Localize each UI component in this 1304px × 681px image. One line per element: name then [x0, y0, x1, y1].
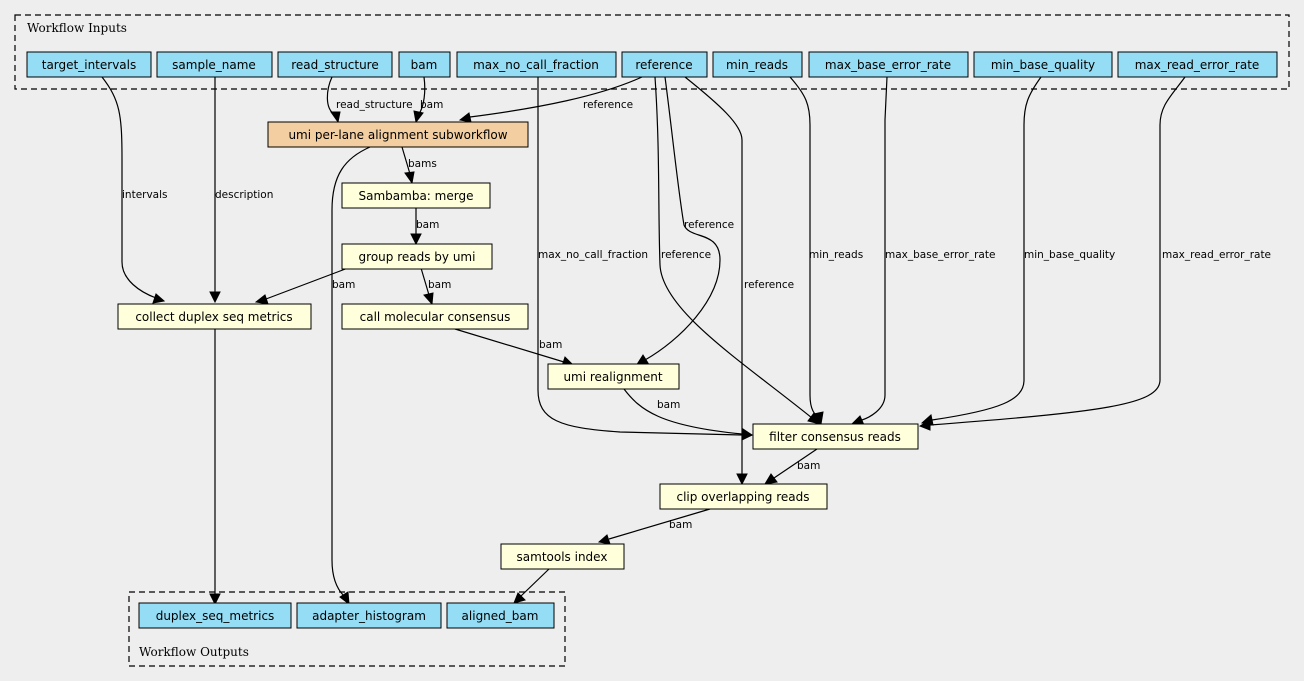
- svg-text:sample_name: sample_name: [172, 58, 256, 72]
- step-group-reads-by-umi[interactable]: group reads by umi: [341, 243, 493, 270]
- edge-target-intervals-to-collect-metrics: intervals: [101, 76, 168, 304]
- edge-label-bams: bams: [408, 158, 437, 170]
- edge-label-min-reads: min_reads: [809, 249, 863, 261]
- input-max-base-error-rate[interactable]: max_base_error_rate: [808, 51, 969, 78]
- edge-label-reference-clip: reference: [744, 279, 794, 291]
- edge-max-read-error-rate-to-filter: max_read_error_rate: [918, 76, 1271, 431]
- edge-realignment-to-filter: bam: [623, 388, 754, 440]
- edge-collect-metrics-to-duplex-output: [209, 329, 221, 606]
- output-adapter-histogram[interactable]: adapter_histogram: [296, 602, 442, 629]
- input-sample-name[interactable]: sample_name: [156, 51, 273, 78]
- svg-text:aligned_bam: aligned_bam: [462, 609, 539, 623]
- edge-filter-to-clip: bam: [764, 448, 820, 485]
- svg-text:bam: bam: [411, 58, 438, 72]
- edge-label-bam-in: bam: [420, 99, 443, 111]
- output-duplex-seq-metrics[interactable]: duplex_seq_metrics: [138, 602, 292, 629]
- edge-label-reference-subworkflow: reference: [583, 99, 633, 111]
- edge-label-intervals: intervals: [122, 189, 168, 201]
- workflow-outputs-label: Workflow Outputs: [139, 645, 249, 659]
- input-target-intervals[interactable]: target_intervals: [26, 51, 152, 78]
- edge-clip-to-samtools-index: bam: [597, 508, 711, 545]
- svg-text:target_intervals: target_intervals: [42, 58, 137, 72]
- edge-subworkflow-to-adapter-histogram: [331, 146, 371, 606]
- edge-samtools-index-to-aligned-bam: [513, 568, 550, 604]
- step-clip-overlapping-reads[interactable]: clip overlapping reads: [659, 483, 828, 510]
- svg-text:read_structure: read_structure: [291, 58, 378, 72]
- edge-label-consensus-bam: bam: [539, 339, 562, 351]
- edge-subworkflow-to-merge: bams: [401, 146, 437, 185]
- edge-read-structure-to-subworkflow: read_structure: [326, 76, 413, 124]
- svg-text:adapter_histogram: adapter_histogram: [312, 609, 426, 623]
- svg-text:reference: reference: [635, 58, 692, 72]
- svg-text:Sambamba: merge: Sambamba: merge: [359, 189, 474, 203]
- step-sambamba-merge[interactable]: Sambamba: merge: [341, 182, 491, 209]
- svg-text:max_base_error_rate: max_base_error_rate: [825, 58, 951, 72]
- edge-label-realign-bam: bam: [657, 399, 680, 411]
- step-filter-consensus-reads[interactable]: filter consensus reads: [752, 423, 919, 450]
- workflow-inputs-cluster: Workflow Inputs: [14, 14, 1290, 90]
- edge-call-consensus-to-realignment: bam: [454, 328, 575, 367]
- svg-text:max_read_error_rate: max_read_error_rate: [1135, 58, 1260, 72]
- edge-reference-to-clip: reference: [684, 76, 794, 486]
- step-samtools-index[interactable]: samtools index: [500, 543, 625, 570]
- edges: intervals description read_structure bam…: [101, 76, 1271, 606]
- svg-text:min_base_quality: min_base_quality: [991, 58, 1095, 72]
- edge-label-filter-bam: bam: [797, 460, 820, 472]
- edge-reference-to-subworkflow: reference: [458, 76, 643, 123]
- nodes: target_intervals sample_name read_struct…: [26, 51, 1278, 629]
- input-min-base-quality[interactable]: min_base_quality: [973, 51, 1113, 78]
- input-max-read-error-rate[interactable]: max_read_error_rate: [1117, 51, 1278, 78]
- svg-text:min_reads: min_reads: [726, 58, 788, 72]
- edge-label-max-read-error-rate: max_read_error_rate: [1162, 249, 1271, 261]
- workflow-inputs-label: Workflow Inputs: [27, 21, 127, 35]
- edge-label-max-base-error-rate: max_base_error_rate: [885, 249, 995, 261]
- edge-label-merge-bam: bam: [416, 219, 439, 231]
- edge-label-group-bam-consensus: bam: [428, 279, 451, 291]
- edge-label-clip-bam: bam: [669, 519, 692, 531]
- edge-label-group-bam-metrics: bam: [332, 279, 355, 291]
- svg-text:duplex_seq_metrics: duplex_seq_metrics: [156, 609, 275, 623]
- input-max-no-call-fraction[interactable]: max_no_call_fraction: [456, 51, 617, 78]
- svg-text:clip overlapping reads: clip overlapping reads: [676, 490, 809, 504]
- edge-label-max-no-call-fraction: max_no_call_fraction: [538, 249, 648, 261]
- edge-label-reference-filter: reference: [661, 249, 711, 261]
- workflow-outputs-cluster: Workflow Outputs: [128, 591, 566, 667]
- edge-bam-to-subworkflow: bam: [413, 76, 443, 124]
- input-read-structure[interactable]: read_structure: [277, 51, 393, 78]
- edge-label-reference-realign: reference: [684, 219, 734, 231]
- edge-group-reads-to-collect-metrics: bam: [254, 267, 355, 305]
- step-call-molecular-consensus[interactable]: call molecular consensus: [341, 303, 529, 330]
- output-aligned-bam[interactable]: aligned_bam: [446, 602, 555, 629]
- edge-label-min-base-quality: min_base_quality: [1024, 249, 1115, 261]
- edge-merge-to-group-reads: bam: [410, 208, 439, 246]
- input-bam[interactable]: bam: [398, 51, 451, 78]
- edge-group-reads-to-call-consensus: bam: [420, 267, 451, 306]
- svg-text:max_no_call_fraction: max_no_call_fraction: [473, 58, 599, 72]
- svg-text:group reads by umi: group reads by umi: [359, 250, 476, 264]
- edge-reference-to-realignment: reference: [634, 76, 734, 367]
- edge-sample-name-to-collect-metrics: description: [209, 77, 273, 304]
- edge-label-read-structure: read_structure: [336, 99, 413, 111]
- edge-min-reads-to-filter: min_reads: [789, 76, 863, 426]
- svg-text:umi realignment: umi realignment: [563, 370, 662, 384]
- input-reference[interactable]: reference: [621, 51, 708, 78]
- svg-text:umi per-lane alignment subwork: umi per-lane alignment subworkflow: [288, 128, 507, 142]
- edge-max-base-error-rate-to-filter: max_base_error_rate: [850, 76, 995, 426]
- svg-text:samtools index: samtools index: [517, 550, 608, 564]
- step-umi-per-lane-alignment-subworkflow[interactable]: umi per-lane alignment subworkflow: [267, 121, 529, 148]
- step-umi-realignment[interactable]: umi realignment: [547, 363, 680, 390]
- step-collect-duplex-seq-metrics[interactable]: collect duplex seq metrics: [117, 303, 312, 330]
- svg-text:call molecular consensus: call molecular consensus: [360, 310, 511, 324]
- edge-label-description: description: [215, 189, 273, 201]
- svg-text:collect duplex seq metrics: collect duplex seq metrics: [135, 310, 292, 324]
- input-min-reads[interactable]: min_reads: [712, 51, 803, 78]
- svg-text:filter consensus reads: filter consensus reads: [769, 430, 901, 444]
- edge-reference-to-filter: reference: [654, 76, 821, 425]
